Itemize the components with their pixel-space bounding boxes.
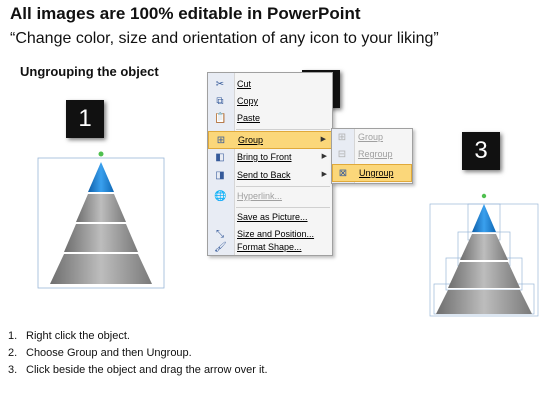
subheadline: “Change color, size and orientation of a… — [10, 30, 439, 47]
menu-item-size-and-position[interactable]: ⤡Size and Position... — [216, 229, 315, 240]
submenu-arrow-icon: ▶ — [321, 153, 327, 160]
menu-item-copy[interactable]: ⧉Copy — [208, 93, 332, 111]
menu-item-group[interactable]: ⊞Group▶ — [208, 131, 332, 149]
submenu-item-ungroup[interactable]: ⊠Ungroup — [332, 164, 412, 182]
submenu-item-group[interactable]: ⊞Group — [337, 132, 384, 143]
paste-icon: 📋 — [214, 113, 227, 124]
size-position-icon: ⤡ — [216, 229, 224, 240]
instruction-list: 1.Right click the object. 2.Choose Group… — [8, 330, 268, 381]
pyramid-ungrouped[interactable] — [428, 190, 540, 318]
context-menu: ✂Cut ⧉Copy 📋Paste ⊞Group▶ ◧Bring to Fron… — [207, 72, 333, 256]
menu-separator — [236, 207, 330, 208]
regroup-icon: ⊟ — [337, 149, 347, 160]
instruction-item: 1.Right click the object. — [8, 330, 130, 342]
menu-separator — [236, 186, 330, 187]
instruction-item: 3.Click beside the object and drag the a… — [8, 364, 268, 376]
scissors-icon: ✂ — [215, 79, 225, 90]
submenu-arrow-icon: ▶ — [320, 136, 326, 143]
section-label: Ungrouping the object — [20, 64, 159, 79]
headline: All images are 100% editable in PowerPoi… — [10, 4, 361, 23]
step-1-badge: 1 — [66, 100, 104, 138]
pyramid-pieces — [436, 204, 532, 314]
menu-item-format-shape[interactable]: 🖌Format Shape... — [214, 242, 302, 253]
send-to-back-icon: ◨ — [215, 170, 225, 181]
menu-item-paste[interactable]: 📋Paste — [214, 113, 261, 124]
format-shape-icon: 🖌 — [214, 242, 227, 253]
group-submenu: ⊞Group ⊟Regroup ⊠Ungroup — [331, 128, 413, 184]
rotation-handle[interactable] — [98, 151, 104, 157]
group-icon: ⊞ — [337, 132, 347, 143]
menu-item-bring-to-front[interactable]: ◧Bring to Front▶ — [215, 152, 327, 163]
menu-item-hyperlink[interactable]: 🌐Hyperlink... — [214, 191, 283, 202]
step-3-badge: 3 — [462, 132, 500, 170]
ungroup-icon: ⊠ — [338, 168, 348, 179]
menu-separator — [236, 129, 330, 130]
menu-icon-strip — [208, 73, 235, 255]
submenu-item-regroup[interactable]: ⊟Regroup — [337, 149, 393, 160]
group-icon: ⊞ — [216, 135, 226, 146]
selection-box — [37, 157, 165, 289]
pyramid-shape — [50, 162, 152, 284]
pyramid-grouped[interactable] — [36, 150, 166, 290]
bring-to-front-icon: ◧ — [215, 152, 225, 163]
menu-item-cut[interactable]: ✂Cut — [215, 79, 252, 90]
menu-item-send-to-back[interactable]: ◨Send to Back▶ — [215, 170, 327, 181]
copy-icon: ⧉ — [216, 96, 224, 107]
rotation-handle[interactable] — [481, 193, 487, 199]
instruction-item: 2.Choose Group and then Ungroup. — [8, 347, 192, 359]
hyperlink-icon: 🌐 — [214, 191, 227, 202]
submenu-arrow-icon: ▶ — [321, 171, 327, 178]
menu-item-save-as-picture[interactable]: Save as Picture... — [237, 212, 308, 222]
